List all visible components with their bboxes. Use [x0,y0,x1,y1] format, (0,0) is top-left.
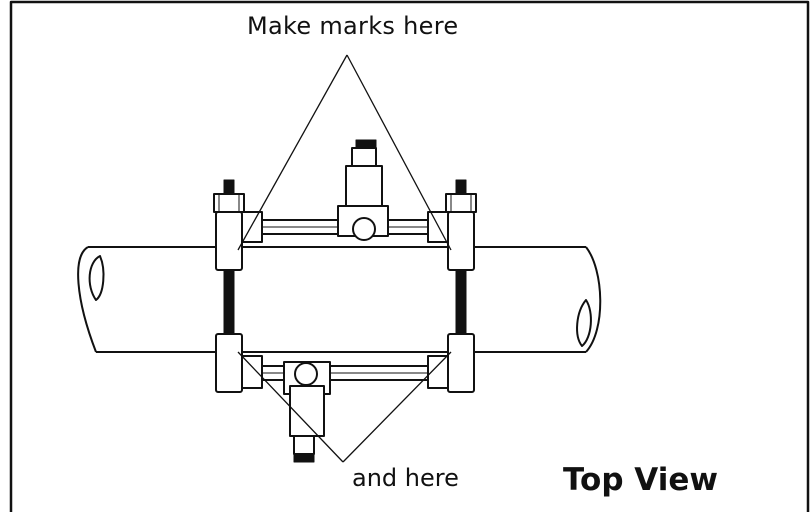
pipe-right-end-inner [576,299,592,347]
rod-right-top [455,179,467,195]
transducer-top-ball [352,217,376,241]
rod-right-middle [455,269,467,335]
pipe [77,246,602,353]
rod-left-top [223,179,235,195]
make-marks-label: Make marks here [247,12,459,40]
figure-border [9,0,810,512]
clamp-left-top-nut [213,193,245,213]
transducer-top-cap [351,147,377,167]
clamp-right-bottom-body [447,333,475,393]
leader-top-right [346,54,452,251]
and-here-label: and here [352,464,459,492]
clamp-left-top-body [215,211,243,271]
clamp-left-bottom-body [215,333,243,393]
pipe-left-end-inner [88,255,105,301]
clamp-right-top-body [447,211,475,271]
knob-top [355,139,377,149]
clamp-right-top-nut [445,193,477,213]
leader-lines [237,54,452,463]
leader-top-left [237,54,348,251]
leader-bottom-left [237,351,344,463]
leader-bottom-right [342,351,452,463]
transducer-bottom-body [289,385,325,437]
view-title: Top View [563,462,719,498]
pipe-right-end [585,246,602,353]
bottom-rail-left-block [239,355,263,389]
pipe-left-end [77,246,97,353]
transducer-bottom-ball [294,362,318,386]
bottom-rail-assembly [215,333,475,455]
rod-left-middle [223,269,235,335]
knob-bottom [293,453,315,463]
top-rail-assembly [213,147,477,271]
transducer-bottom-cap [293,435,315,455]
